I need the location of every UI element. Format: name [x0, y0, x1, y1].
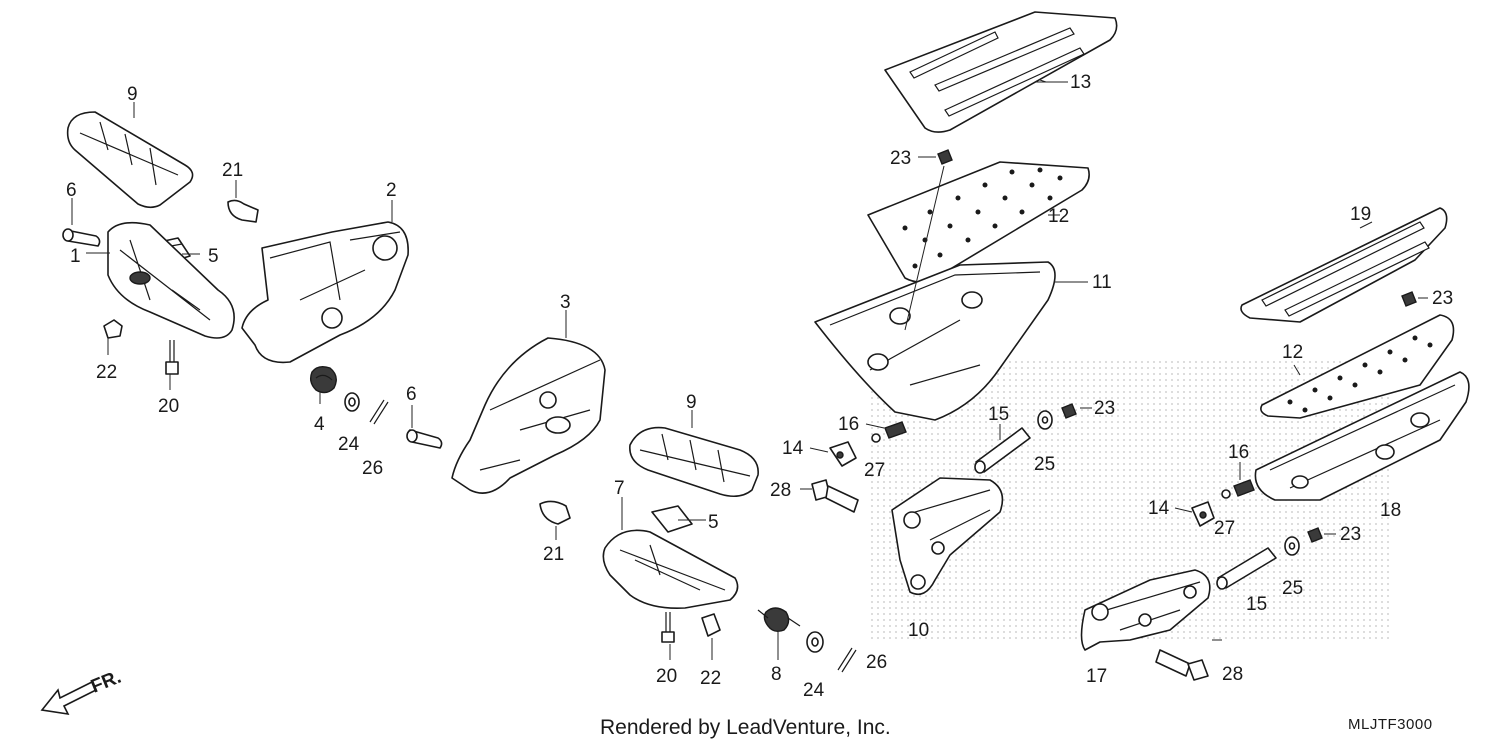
callout-14-center: 14: [782, 438, 804, 459]
callout-23-top: 23: [890, 148, 911, 169]
part-bolt-28-center[interactable]: [811, 479, 859, 513]
part-spring-16-center[interactable]: [884, 421, 907, 439]
part-bracket-10[interactable]: [891, 477, 1004, 596]
callout-20-left: 20: [158, 396, 179, 417]
callout-9-center: 9: [686, 392, 697, 413]
part-shaft-15-right[interactable]: [1216, 547, 1277, 590]
callout-12-right: 12: [1282, 342, 1303, 363]
part-tray-11[interactable]: [814, 261, 1056, 421]
callout-15-center: 15: [988, 404, 1009, 425]
callout-24-center: 24: [803, 680, 825, 701]
part-spring-8[interactable]: [757, 607, 801, 633]
part-stopper-14-right[interactable]: [1191, 501, 1215, 527]
part-plate-12-right[interactable]: [1260, 314, 1455, 419]
callout-12-center: 12: [1048, 206, 1069, 227]
part-rubber-pad-center[interactable]: [629, 426, 759, 498]
part-cotter-26-left[interactable]: [369, 399, 389, 425]
callout-9-left: 9: [127, 84, 138, 105]
callout-22-center: 22: [700, 668, 721, 689]
callout-28-center: 28: [770, 480, 791, 501]
callout-6-left: 6: [66, 180, 77, 201]
part-ball-27-right[interactable]: [1221, 489, 1231, 499]
callout-23-center: 23: [1094, 398, 1115, 419]
callout-20-center: 20: [656, 666, 677, 687]
part-bolt-20-left[interactable]: [165, 340, 179, 375]
part-rubber-pad-left[interactable]: [66, 111, 194, 209]
part-shaft-15-center[interactable]: [974, 427, 1031, 474]
callout-13: 13: [1070, 72, 1091, 93]
part-screw-23-center[interactable]: [1061, 403, 1077, 419]
callout-23-right: 23: [1340, 524, 1361, 545]
callout-25-right: 25: [1282, 578, 1303, 599]
diagram-code: MLJTF3000: [1348, 716, 1433, 733]
callout-7: 7: [614, 478, 625, 499]
part-washer-25-center[interactable]: [1037, 410, 1053, 430]
callout-16-center: 16: [838, 414, 859, 435]
part-step-left[interactable]: [107, 221, 235, 339]
callout-1: 1: [70, 246, 81, 267]
part-bolt-22-center[interactable]: [701, 613, 721, 637]
part-spring-16-right[interactable]: [1233, 479, 1255, 497]
part-stopper-14-center[interactable]: [829, 441, 857, 467]
callout-23-right-top: 23: [1432, 288, 1453, 309]
callout-14-right: 14: [1148, 498, 1170, 519]
callout-11: 11: [1092, 272, 1112, 293]
callout-8: 8: [771, 664, 782, 685]
part-step-7[interactable]: [602, 529, 739, 610]
part-screw-23-right-top[interactable]: [1401, 291, 1417, 307]
part-pin-right[interactable]: [406, 429, 443, 449]
front-direction-arrow: FR.: [40, 667, 124, 716]
callout-19: 19: [1350, 204, 1371, 225]
callout-16-right: 16: [1228, 442, 1249, 463]
front-direction-label: FR.: [88, 667, 124, 698]
part-bolt-28-right[interactable]: [1155, 649, 1209, 681]
callout-28-right: 28: [1222, 664, 1243, 685]
part-plate-13[interactable]: [884, 11, 1118, 133]
callout-21-left: 21: [222, 160, 243, 181]
callout-10: 10: [908, 620, 929, 641]
part-spring-4[interactable]: [309, 365, 337, 394]
part-heel-guard-3[interactable]: [451, 337, 606, 494]
part-ball-27-center[interactable]: [871, 433, 881, 443]
part-pin-left[interactable]: [62, 228, 101, 247]
part-bolt-22-left[interactable]: [103, 319, 123, 339]
part-screw-23-top[interactable]: [937, 149, 953, 165]
part-tray-18[interactable]: [1254, 371, 1470, 501]
part-washer-25-right[interactable]: [1284, 536, 1300, 556]
callout-27-right: 27: [1214, 518, 1235, 539]
part-bracket-17[interactable]: [1080, 569, 1211, 651]
leader-lines: [71, 79, 1428, 660]
part-bolt-21-right[interactable]: [539, 500, 571, 525]
part-bracket-2[interactable]: [241, 221, 409, 364]
part-screw-23-right[interactable]: [1307, 527, 1323, 543]
part-cotter-26-center[interactable]: [837, 647, 857, 673]
part-bolt-21-left[interactable]: [227, 199, 259, 223]
callout-17: 17: [1086, 666, 1107, 687]
callout-5-center: 5: [708, 512, 719, 533]
callout-25-center: 25: [1034, 454, 1055, 475]
callout-26-center: 26: [866, 652, 887, 673]
part-bolt-20-center[interactable]: [661, 612, 675, 643]
callout-26-left: 26: [362, 458, 383, 479]
callout-4: 4: [314, 414, 325, 435]
part-clip-center[interactable]: [651, 505, 693, 533]
callout-22-left: 22: [96, 362, 117, 383]
callout-numbers: 9 6 5 1 22 20 21 2 4 24 26 3 6 21 9 5 7 …: [66, 72, 1453, 701]
callout-15-right: 15: [1246, 594, 1267, 615]
part-plate-19[interactable]: [1240, 207, 1448, 323]
part-washer-24-left[interactable]: [344, 392, 360, 412]
footer-credit: Rendered by LeadVenture, Inc.: [600, 716, 891, 739]
callout-2: 2: [386, 180, 397, 201]
callout-18: 18: [1380, 500, 1401, 521]
callout-6-right: 6: [406, 384, 417, 405]
callout-21-right: 21: [543, 544, 564, 565]
part-washer-24-center[interactable]: [806, 631, 824, 653]
callout-3: 3: [560, 292, 571, 313]
callout-24-left: 24: [338, 434, 360, 455]
callout-5-left: 5: [208, 246, 219, 267]
callout-27-center: 27: [864, 460, 885, 481]
